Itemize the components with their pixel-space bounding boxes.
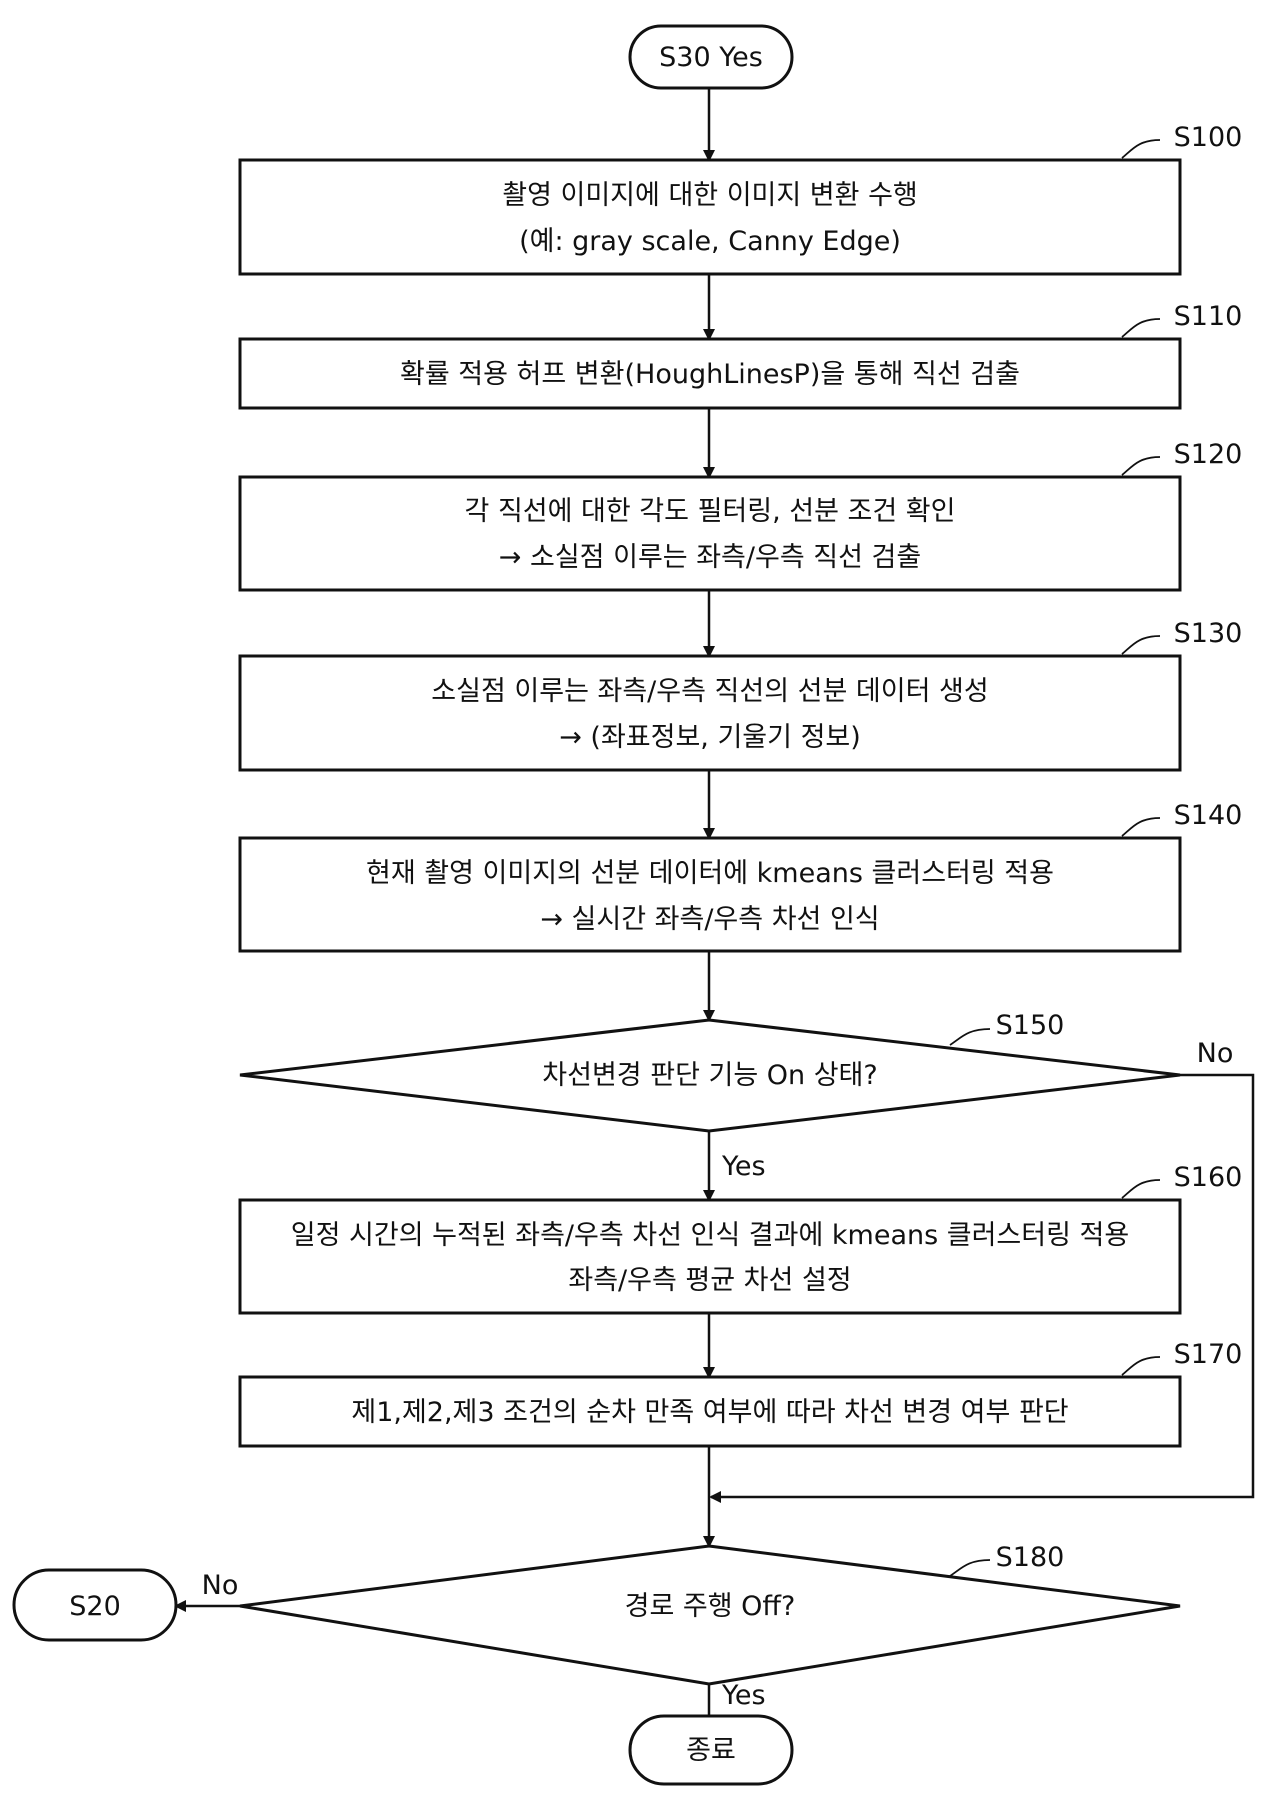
process-box-s130: 소실점 이루는 좌측/우측 직선의 선분 데이터 생성 → (좌표정보, 기울기… [238, 618, 1243, 772]
step-label-s120: S120 [1174, 439, 1243, 470]
s160-line-2: 좌측/우측 평균 차선 설정 [568, 1265, 851, 1296]
s140-line-1: 현재 촬영 이미지의 선분 데이터에 kmeans 클러스터링 적용 [366, 858, 1054, 889]
step-label-s160: S160 [1174, 1162, 1243, 1193]
s130-line-1: 소실점 이루는 좌측/우측 직선의 선분 데이터 생성 [431, 676, 988, 707]
s170-line-1: 제1,제2,제3 조건의 순차 만족 여부에 따라 차선 변경 여부 판단 [351, 1397, 1068, 1428]
step-label-s100: S100 [1174, 122, 1243, 153]
s150-question: 차선변경 판단 기능 On 상태? [542, 1060, 877, 1091]
s120-line-1: 각 직선에 대한 각도 필터링, 선분 조건 확인 [465, 496, 956, 527]
step-label-s110: S110 [1174, 301, 1243, 332]
s120-line-2: → 소실점 이루는 좌측/우측 직선 검출 [499, 542, 921, 573]
s100-line-1: 촬영 이미지에 대한 이미지 변환 수행 [502, 180, 918, 211]
step-label-s140: S140 [1174, 800, 1243, 831]
return-terminal-label: S20 [69, 1591, 121, 1622]
process-box-s110: 확률 적용 허프 변환(HoughLinesP)을 통해 직선 검출 S110 [238, 301, 1243, 410]
start-terminal-label: S30 Yes [659, 42, 763, 73]
decision-s180: 경로 주행 Off? S180 No Yes [202, 1542, 1181, 1711]
s100-line-2: (예: gray scale, Canny Edge) [519, 226, 901, 257]
process-box-s120: 각 직선에 대한 각도 필터링, 선분 조건 확인 → 소실점 이루는 좌측/우… [238, 439, 1243, 592]
process-box-s100: 촬영 이미지에 대한 이미지 변환 수행 (예: gray scale, Can… [238, 122, 1243, 276]
start-terminal: S30 Yes [628, 24, 794, 90]
process-box-s170: 제1,제2,제3 조건의 순차 만족 여부에 따라 차선 변경 여부 판단 S1… [238, 1339, 1243, 1448]
return-terminal: S20 [12, 1568, 178, 1642]
s150-yes-label: Yes [721, 1151, 766, 1182]
s180-yes-label: Yes [721, 1680, 766, 1711]
s180-no-label: No [202, 1570, 239, 1601]
step-label-s130: S130 [1174, 618, 1243, 649]
s180-question: 경로 주행 Off? [625, 1591, 796, 1622]
decision-s150: 차선변경 판단 기능 On 상태? S150 No Yes [239, 1010, 1234, 1182]
s130-line-2: → (좌표정보, 기울기 정보) [559, 722, 861, 753]
step-label-s150: S150 [996, 1010, 1065, 1041]
end-terminal-label: 종료 [686, 1735, 736, 1766]
s110-line-1: 확률 적용 허프 변환(HoughLinesP)을 통해 직선 검출 [400, 359, 1020, 390]
s150-no-label: No [1197, 1038, 1234, 1069]
process-box-s160: 일정 시간의 누적된 좌측/우측 차선 인식 결과에 kmeans 클러스터링 … [238, 1162, 1243, 1315]
s140-line-2: → 실시간 좌측/우측 차선 인식 [540, 904, 879, 935]
step-label-s180: S180 [996, 1542, 1065, 1573]
end-terminal: 종료 [628, 1714, 794, 1786]
process-box-s140: 현재 촬영 이미지의 선분 데이터에 kmeans 클러스터링 적용 → 실시간… [238, 800, 1243, 953]
step-label-s170: S170 [1174, 1339, 1243, 1370]
s160-line-1: 일정 시간의 누적된 좌측/우측 차선 인식 결과에 kmeans 클러스터링 … [291, 1220, 1129, 1251]
